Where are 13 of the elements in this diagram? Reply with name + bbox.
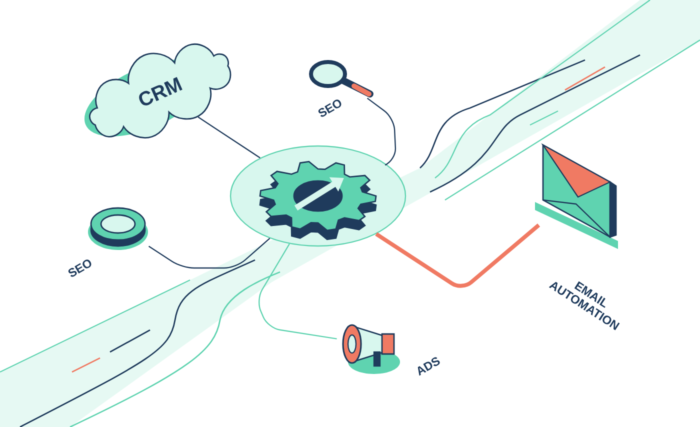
magnifier-icon xyxy=(309,60,374,98)
icon-label: SEO xyxy=(68,260,92,277)
icon-label: ADS xyxy=(418,357,440,376)
gear-drawing xyxy=(230,145,406,247)
connector-line xyxy=(258,244,337,340)
connector-line xyxy=(366,98,396,166)
megaphone-icon xyxy=(342,324,400,374)
ring-icon xyxy=(88,207,148,250)
icon-label: SEO xyxy=(318,100,342,117)
connector-line xyxy=(148,238,270,269)
connector-line xyxy=(375,224,540,288)
connector-line xyxy=(198,116,260,158)
cloud: CRM xyxy=(84,43,232,138)
